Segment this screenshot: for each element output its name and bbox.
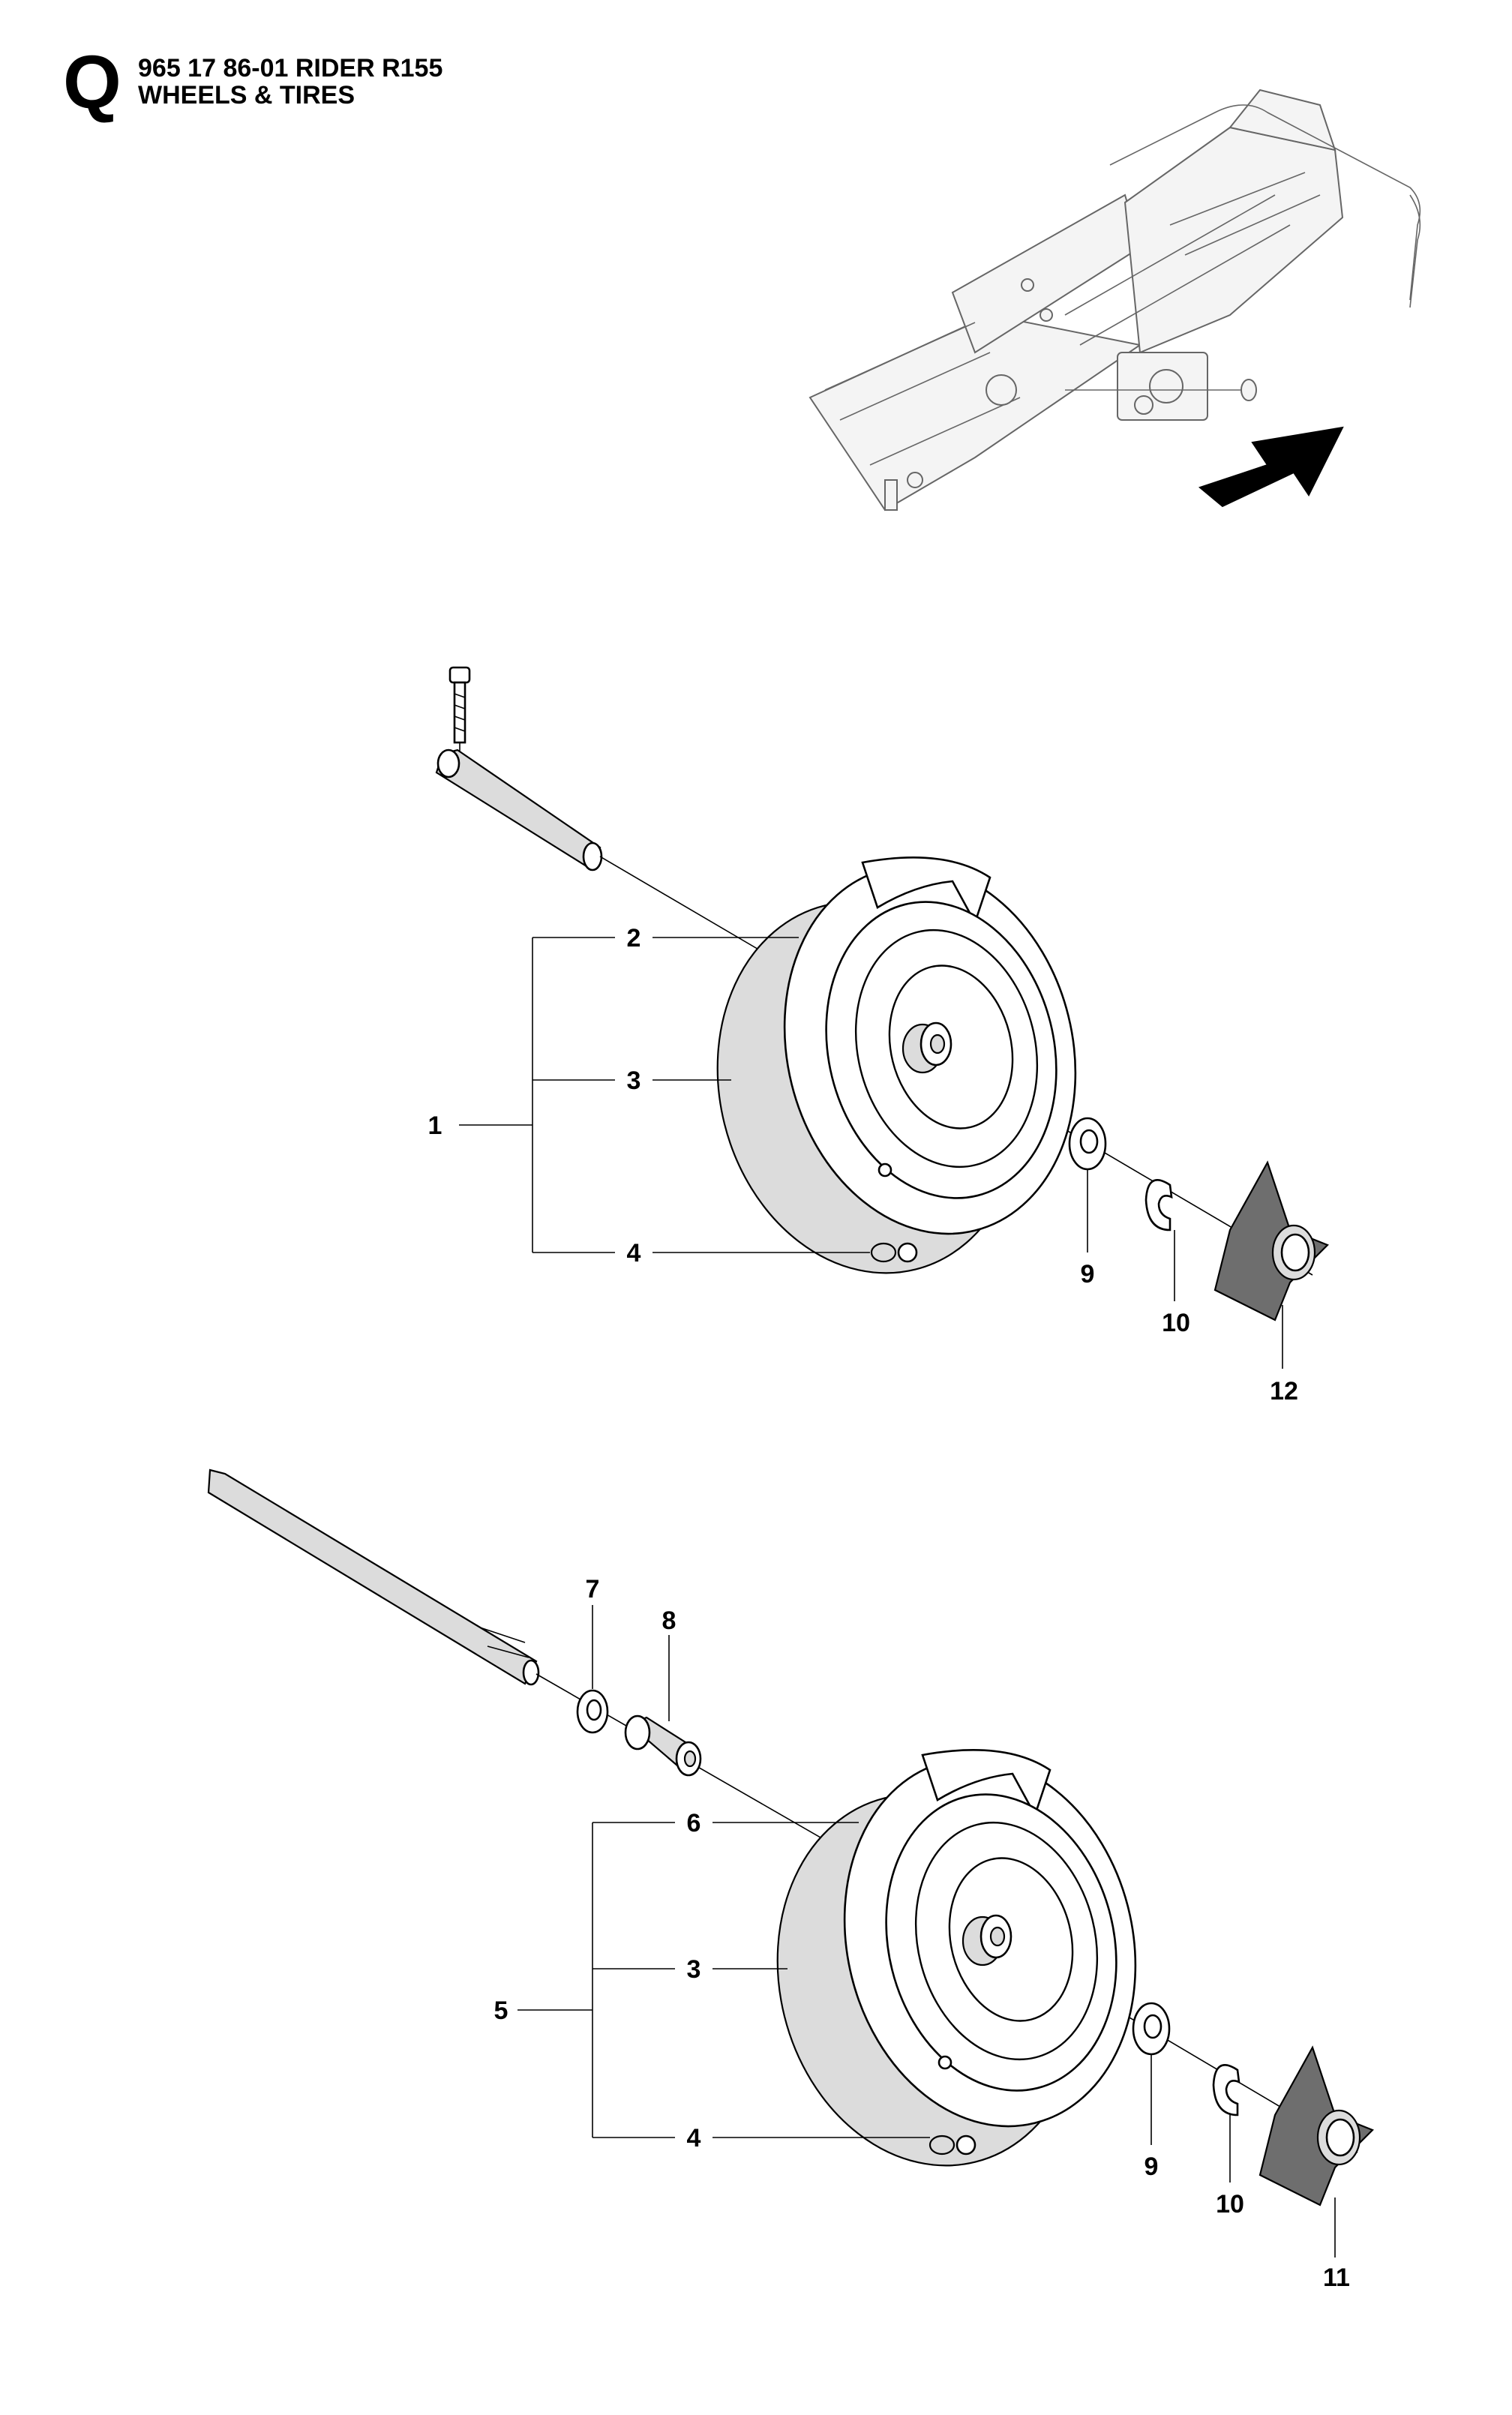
location-arrow-icon	[1198, 426, 1344, 508]
lower-callout-leaders	[518, 1605, 1336, 2258]
callout-10: 10	[1216, 2190, 1244, 2218]
callout-5: 5	[494, 1996, 508, 2025]
valve-stem-part	[870, 1242, 918, 1263]
retaining-clip-part	[1212, 2064, 1240, 2116]
axle-pin-part	[435, 748, 603, 872]
callout-4: 4	[627, 1239, 641, 1268]
lower-wheel-assembly	[207, 1468, 1374, 2206]
callout-9: 9	[1144, 2152, 1159, 2181]
section-letter: Q	[63, 40, 122, 124]
valve-stem-part	[928, 2134, 976, 2156]
callout-2: 2	[627, 924, 641, 952]
callout-8: 8	[662, 1606, 676, 1635]
chassis-frame-illustration	[808, 88, 1421, 512]
callout-11: 11	[1323, 2264, 1350, 2292]
retaining-clip-part	[1144, 1179, 1173, 1232]
washer-part	[1068, 1117, 1107, 1171]
rear-axle-part	[207, 1468, 540, 1686]
callout-3: 3	[687, 1955, 701, 1984]
rear-rim-part	[885, 1793, 1118, 2092]
spacer-washer-part	[576, 1689, 609, 1734]
hub-cap-part	[1258, 2045, 1374, 2206]
bolt-part	[448, 666, 471, 761]
washer-part	[1132, 2002, 1171, 2056]
callout-9: 9	[1081, 1260, 1095, 1288]
callout-3: 3	[627, 1066, 641, 1095]
callout-7: 7	[586, 1575, 600, 1604]
callout-12: 12	[1270, 1377, 1298, 1406]
callout-4: 4	[687, 2124, 701, 2152]
callout-1: 1	[428, 1112, 442, 1140]
upper-callout-leaders	[459, 937, 1283, 1369]
callout-labels: 1 2 3 4 9 10 12 7 8 6 5 3 4 9 10 11	[428, 924, 1350, 2292]
section-title: WHEELS & TIRES	[138, 81, 356, 110]
front-rim-part	[825, 901, 1058, 1199]
callout-6: 6	[687, 1809, 701, 1838]
model-title: 965 17 86-01 RIDER R155	[138, 54, 443, 82]
callout-10: 10	[1162, 1309, 1190, 1337]
bushing-part	[624, 1714, 702, 1777]
hub-cap-part	[1214, 1160, 1329, 1322]
upper-wheel-assembly	[435, 666, 1329, 1322]
